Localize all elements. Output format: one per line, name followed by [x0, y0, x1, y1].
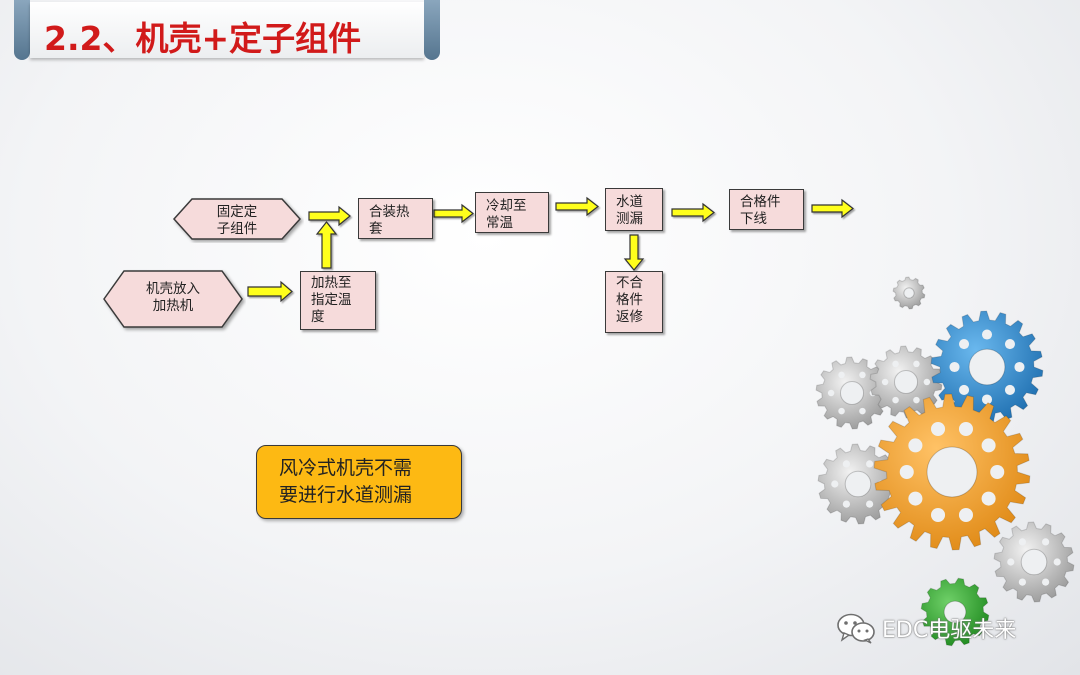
gear-small-top-icon	[892, 276, 926, 310]
gear-blue-icon	[930, 310, 1044, 424]
arrow-pass-to-out	[811, 198, 854, 219]
wechat-icon	[837, 613, 875, 644]
air-cooled-note: 风冷式机壳不需 要进行水道测漏	[256, 445, 462, 519]
node-pass: 合格件 下线	[729, 189, 804, 230]
title-bar-left-cap	[14, 0, 30, 60]
arrow-leak-to-fail	[623, 234, 645, 271]
node-cool: 冷却至 常温	[475, 192, 549, 233]
watermark-text: EDC电驱未来	[882, 618, 1017, 643]
node-housing-in: 机壳放入 加热机	[146, 281, 200, 314]
title-bar-panel	[30, 2, 424, 58]
node-leak-test: 水道 测漏	[605, 188, 663, 231]
node-heat-temp: 加热至 指定温 度	[300, 271, 376, 330]
gear-green-icon	[920, 577, 990, 647]
arrow-housing-to-heat	[247, 280, 293, 303]
title-bar-right-cap	[424, 0, 440, 60]
gear-gray-right-icon	[993, 521, 1075, 603]
arrow-stator-to-sleeve	[308, 205, 351, 227]
node-fail: 不合 格件 返修	[605, 271, 663, 333]
title-bar: 2.2、机壳+定子组件	[0, 0, 442, 62]
node-fix-stator-shape	[172, 198, 302, 240]
node-heat-sleeve: 合装热 套	[358, 198, 433, 239]
node-fix-stator: 固定定 子组件	[216, 204, 258, 237]
node-housing-in-shape	[103, 270, 243, 328]
arrow-leak-to-pass	[671, 202, 715, 223]
slide-title: 2.2、机壳+定子组件	[44, 19, 362, 58]
watermark: EDC电驱未来	[836, 612, 1016, 644]
gears-decoration	[815, 276, 1075, 647]
arrow-cool-to-leak	[555, 196, 599, 217]
arrow-heat-to-up	[315, 221, 338, 269]
arrow-sleeve-to-cool	[433, 203, 474, 224]
gear-orange-icon	[873, 393, 1031, 551]
